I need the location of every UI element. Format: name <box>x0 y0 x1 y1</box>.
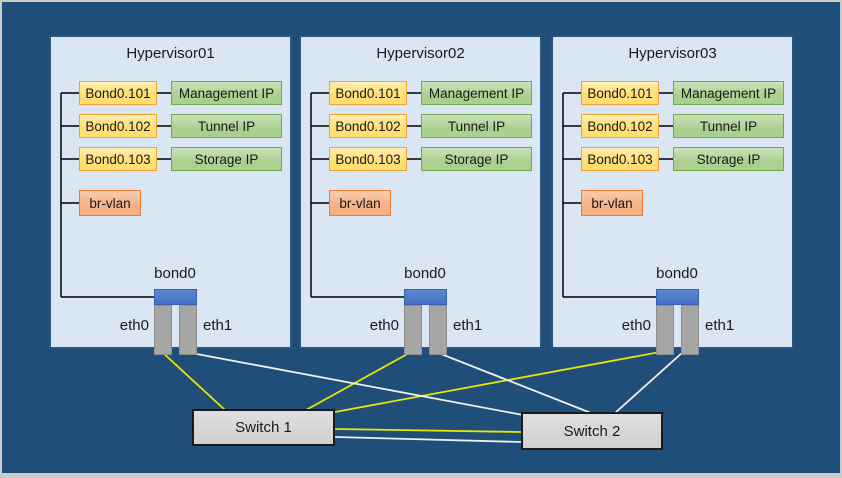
connection-line <box>435 351 592 414</box>
eth0-label: eth0 <box>119 317 149 334</box>
vlan-subinterface-box: Bond0.103 <box>329 147 407 171</box>
bond0-box <box>154 289 197 305</box>
connection-line <box>161 351 226 411</box>
eth1-label: eth1 <box>453 317 483 334</box>
ip-role-box: Management IP <box>421 81 532 105</box>
switch-2-box: Switch 2 <box>521 412 663 450</box>
ip-role-box: Tunnel IP <box>421 114 532 138</box>
ip-role-box: Tunnel IP <box>673 114 784 138</box>
eth0-label: eth0 <box>621 317 651 334</box>
bond0-label: bond0 <box>154 265 196 282</box>
ip-role-box: Storage IP <box>421 147 532 171</box>
eth0-port-bar <box>154 305 172 355</box>
connection-line <box>614 351 684 414</box>
ip-role-box: Tunnel IP <box>171 114 282 138</box>
eth1-port-bar <box>179 305 197 355</box>
vlan-subinterface-box: Bond0.103 <box>79 147 157 171</box>
connection-line <box>334 428 522 433</box>
connection-line <box>185 351 524 416</box>
panel-connector-lines <box>562 92 673 298</box>
vlan-subinterface-box: Bond0.102 <box>329 114 407 138</box>
vlan-subinterface-box: Bond0.101 <box>329 81 407 105</box>
eth1-label: eth1 <box>203 317 233 334</box>
switch-1-label: Switch 1 <box>235 419 292 436</box>
panel-connector-lines <box>310 92 421 298</box>
hypervisor-title: Hypervisor01 <box>126 45 215 62</box>
eth1-port-bar <box>681 305 699 355</box>
hypervisor-panel: Hypervisor01 Bond0.101 Management IP Bon… <box>49 35 292 355</box>
ip-role-box: Management IP <box>171 81 282 105</box>
connection-line <box>334 351 661 413</box>
eth0-port-bar <box>404 305 422 355</box>
eth1-port-bar <box>429 305 447 355</box>
panel-connector-lines <box>60 92 171 298</box>
eth0-label: eth0 <box>369 317 399 334</box>
vlan-subinterface-box: Bond0.101 <box>79 81 157 105</box>
eth0-port-bar <box>656 305 674 355</box>
hypervisor-title: Hypervisor02 <box>376 45 465 62</box>
switch-2-label: Switch 2 <box>563 422 621 440</box>
bond0-box <box>656 289 699 305</box>
vlan-subinterface-box: Bond0.102 <box>581 114 659 138</box>
bridge-vlan-box: br-vlan <box>329 190 391 216</box>
bridge-vlan-box: br-vlan <box>581 190 643 216</box>
hypervisor-panel: Hypervisor03 Bond0.101 Management IP Bon… <box>551 35 794 355</box>
switch-1-box: Switch 1 <box>192 409 335 446</box>
bond0-label: bond0 <box>656 265 698 282</box>
bond0-label: bond0 <box>404 265 446 282</box>
ip-role-box: Storage IP <box>673 147 784 171</box>
ip-role-box: Storage IP <box>171 147 282 171</box>
bridge-vlan-box: br-vlan <box>79 190 141 216</box>
hypervisor-panel: Hypervisor02 Bond0.101 Management IP Bon… <box>299 35 542 355</box>
vlan-subinterface-box: Bond0.103 <box>581 147 659 171</box>
vlan-subinterface-box: Bond0.102 <box>79 114 157 138</box>
connection-line <box>334 436 522 443</box>
bond0-box <box>404 289 447 305</box>
vlan-subinterface-box: Bond0.101 <box>581 81 659 105</box>
eth1-label: eth1 <box>705 317 735 334</box>
ip-role-box: Management IP <box>673 81 784 105</box>
hypervisor-title: Hypervisor03 <box>628 45 717 62</box>
connection-line <box>305 351 412 411</box>
